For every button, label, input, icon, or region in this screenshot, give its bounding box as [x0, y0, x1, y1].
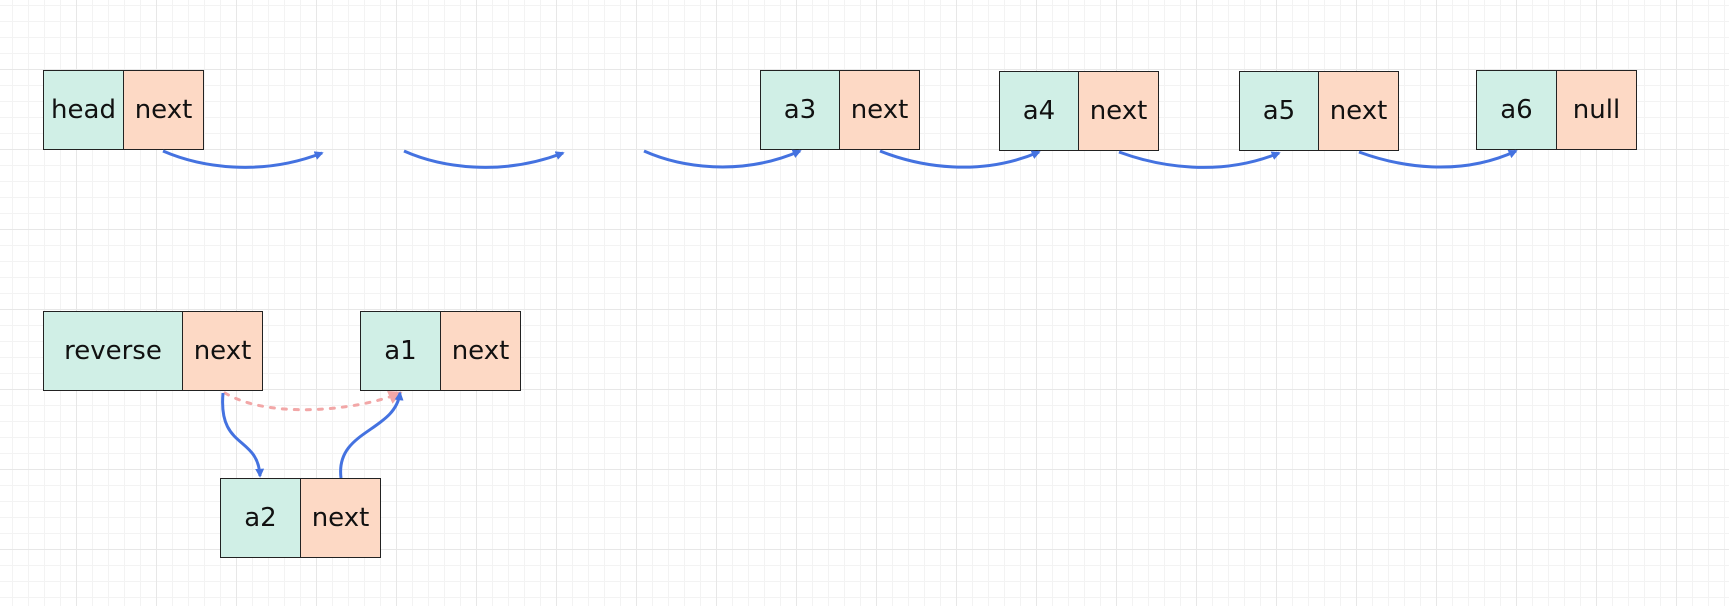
a4-next-arrow [1118, 150, 1281, 169]
node-reverse-next: next [183, 311, 263, 391]
node-a1-value: a1 [360, 311, 441, 391]
node-a2-value: a2 [220, 478, 301, 558]
node-a6-null: null [1557, 70, 1637, 150]
node-head: head next [43, 70, 204, 150]
node-a5-value: a5 [1239, 71, 1319, 151]
old-link-arrow [223, 390, 403, 412]
node-head-next: next [124, 70, 204, 150]
node-a2-next: next [301, 478, 381, 558]
node-a3-value: a3 [760, 70, 840, 150]
node-a3: a3 next [760, 70, 920, 150]
a3-next-arrow [879, 149, 1041, 169]
a5-next-arrow [1358, 149, 1518, 169]
node-a1: a1 next [360, 311, 521, 391]
node-reverse-value: reverse [43, 311, 183, 391]
node-a4-next: next [1079, 71, 1159, 151]
node-reverse: reverse next [43, 311, 263, 391]
node-head-value: head [43, 70, 124, 150]
gap-arrow-1 [403, 149, 565, 169]
node-a4: a4 next [999, 71, 1159, 151]
node-a3-next: next [840, 70, 920, 150]
node-a5-next: next [1319, 71, 1399, 151]
gap-arrow-2 [643, 149, 802, 169]
a2-next-arrow [339, 391, 404, 479]
node-a2: a2 next [220, 478, 381, 558]
reverse-next-arrow [221, 392, 265, 478]
node-a6-value: a6 [1476, 70, 1557, 150]
node-a4-value: a4 [999, 71, 1079, 151]
node-a6: a6 null [1476, 70, 1637, 150]
node-a1-next: next [441, 311, 521, 391]
node-a5: a5 next [1239, 71, 1399, 151]
head-next-arrow [162, 149, 324, 169]
